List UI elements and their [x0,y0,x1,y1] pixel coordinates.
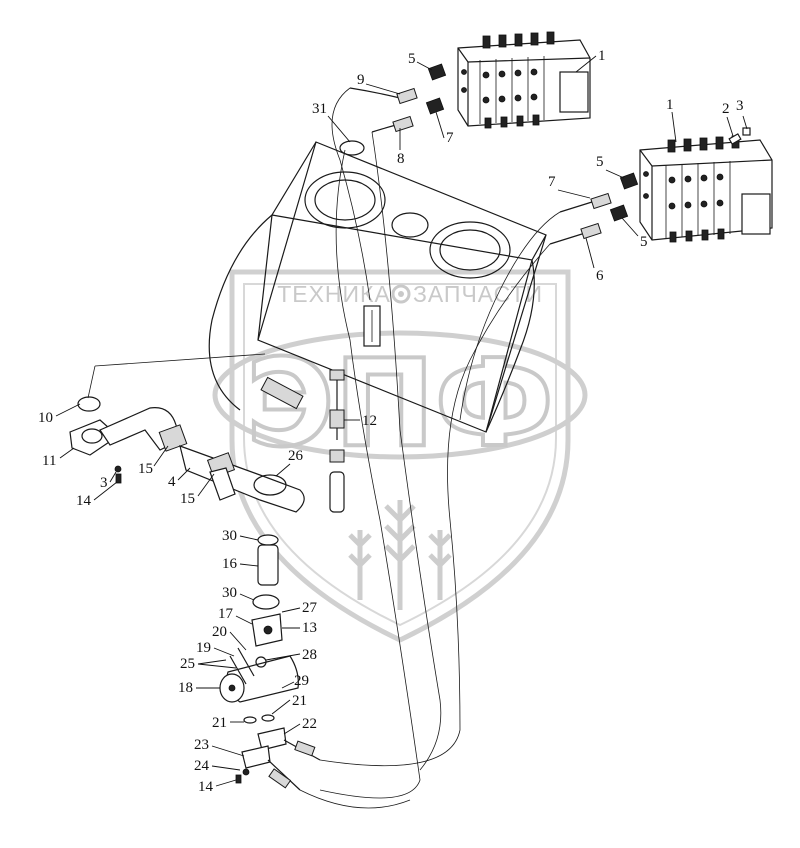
callout-27: 27 [302,600,318,616]
callout-25: 25 [180,656,195,672]
callout-18: 18 [178,680,193,696]
callout-4: 4 [168,474,176,490]
callout-31: 31 [312,101,327,117]
fittings-right [549,172,639,245]
callout-1: 1 [666,97,674,113]
callout-30: 30 [222,585,237,601]
callout-17: 17 [218,606,234,622]
callout-1: 1 [598,48,606,64]
callout-6: 6 [596,268,604,284]
callout-9: 9 [357,72,365,88]
callout-14: 14 [76,493,92,509]
callout-15: 15 [138,461,153,477]
callout-23: 23 [194,737,209,753]
callout-24: 24 [194,758,210,774]
control-valve-upper [457,31,591,129]
callout-11: 11 [42,453,56,469]
callout-30: 30 [222,528,237,544]
watermark-brand-left: ТЕХНИКА [277,281,391,307]
watermark-brand-right: ЗАПЧАСТИ [413,281,543,307]
hoses [87,87,561,809]
hydraulic-tank [208,141,547,513]
callout-10: 10 [38,410,53,426]
callout-19: 19 [196,640,211,656]
callout-29: 29 [294,673,309,689]
callout-3: 3 [736,98,744,114]
callout-28: 28 [302,647,317,663]
callout-7: 7 [446,130,454,146]
callout-21: 21 [292,693,307,709]
wheat-emblem-icon [348,500,452,610]
gear-icon [391,284,411,304]
callout-3: 3 [100,475,108,491]
callout-14: 14 [198,779,214,795]
callout-8: 8 [397,151,405,167]
callout-12: 12 [362,413,377,429]
callout-15: 15 [180,491,195,507]
control-valve-right [639,127,773,243]
callouts: 1 5 9 31 7 8 1 2 3 5 7 5 6 10 11 12 3 [38,48,748,795]
callout-5: 5 [408,51,416,67]
callout-16: 16 [222,556,238,572]
callout-2: 2 [722,101,730,117]
fittings-upper [339,63,447,156]
callout-20: 20 [212,624,227,640]
callout-5: 5 [640,234,648,250]
callout-22: 22 [302,716,317,732]
callout-13: 13 [302,620,317,636]
callout-7: 7 [548,174,556,190]
callout-21: 21 [212,715,227,731]
callout-26: 26 [288,448,304,464]
suction-line [69,396,305,513]
callout-5: 5 [596,154,604,170]
